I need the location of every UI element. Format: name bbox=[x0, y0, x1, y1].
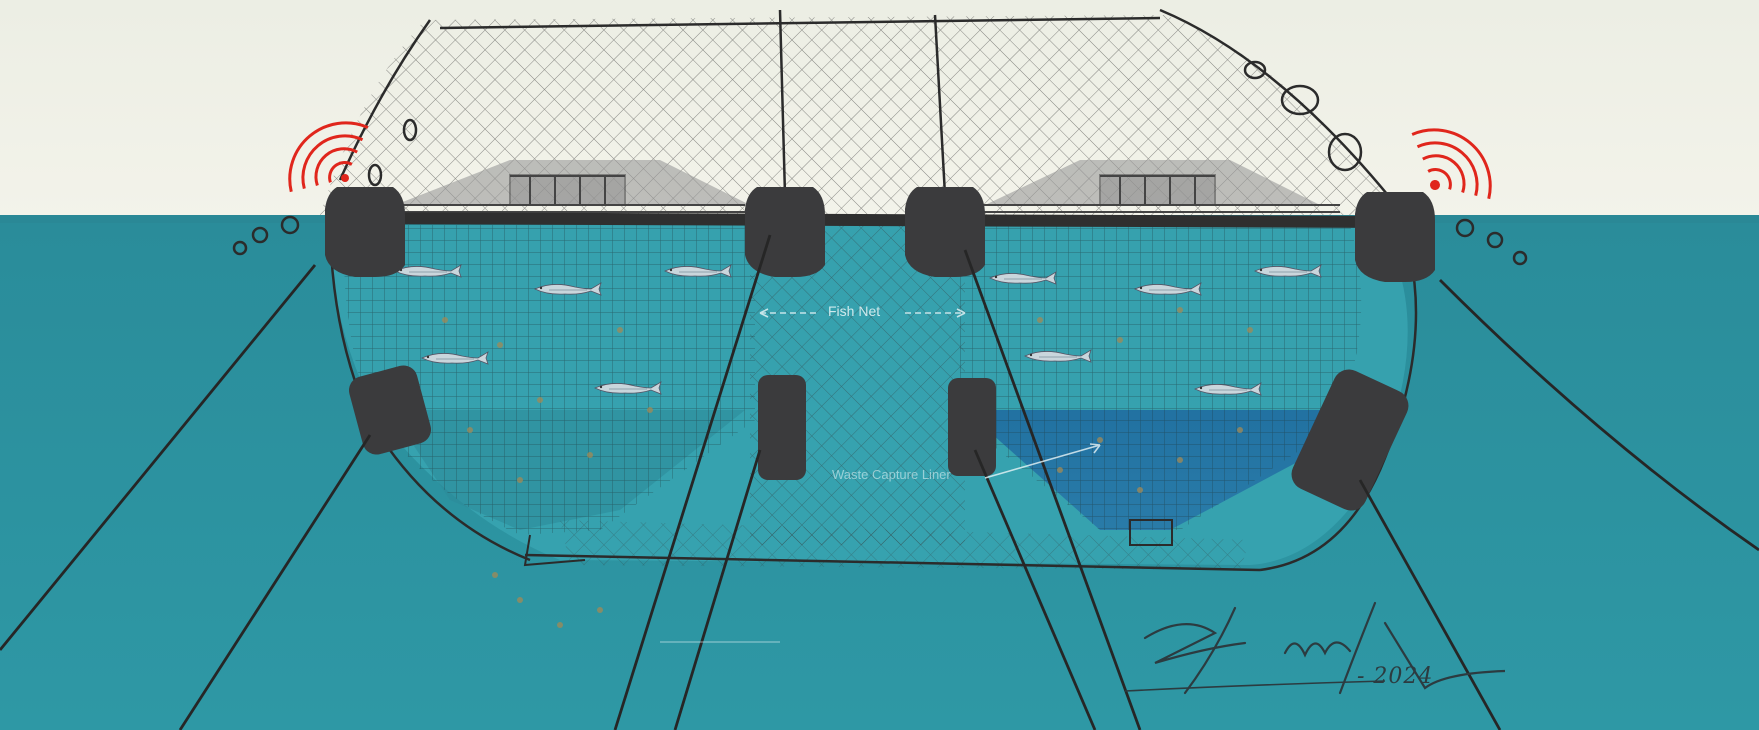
corner-float-right bbox=[1355, 192, 1435, 282]
center-float-right bbox=[905, 187, 985, 277]
waste-capture-label: Waste Capture Liner bbox=[832, 467, 951, 482]
center-float-left bbox=[745, 187, 825, 277]
sub-float-center-left bbox=[758, 375, 806, 480]
corner-float-left bbox=[325, 187, 405, 277]
fish-net-label: Fish Net bbox=[828, 303, 880, 319]
signature-year: - 2024 bbox=[1357, 664, 1433, 689]
float-pipe bbox=[330, 218, 1400, 222]
sub-float-center-right bbox=[948, 378, 996, 476]
artist-signature bbox=[1125, 593, 1505, 703]
